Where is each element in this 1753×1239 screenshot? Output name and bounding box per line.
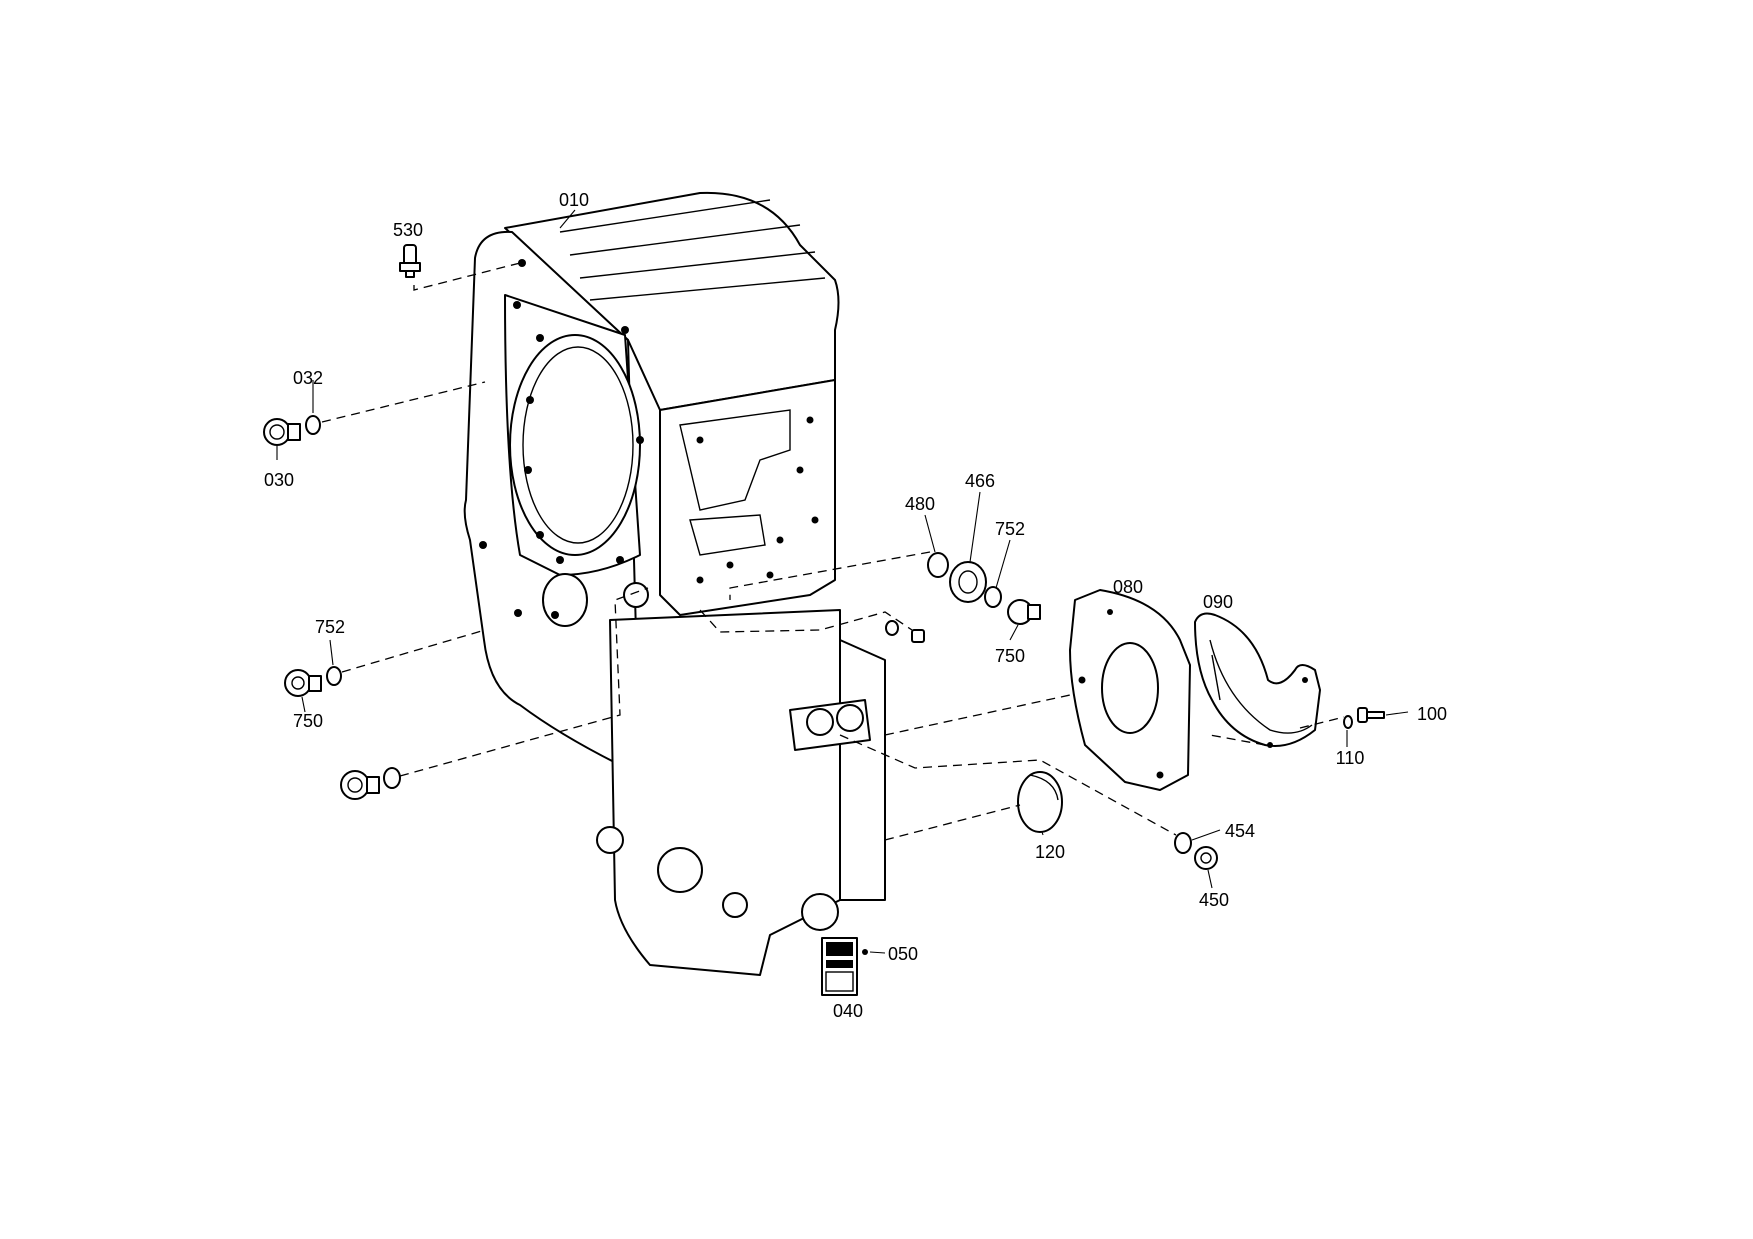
- label-752-right: 752: [995, 519, 1025, 539]
- plug-030: [263, 418, 301, 446]
- label-050: 050: [888, 944, 918, 964]
- ring-454: [1174, 832, 1192, 854]
- ring-752-left: [326, 666, 342, 686]
- label-010: 010: [559, 190, 589, 210]
- ring-032: [305, 415, 321, 435]
- small-ring: [885, 620, 899, 636]
- label-032: 032: [293, 368, 323, 388]
- label-450: 450: [1199, 890, 1229, 910]
- ring-480: [927, 552, 949, 578]
- label-752-left: 752: [315, 617, 345, 637]
- bolt-100: [1357, 707, 1385, 723]
- label-466: 466: [965, 471, 995, 491]
- label-040: 040: [833, 1001, 863, 1021]
- bushing-466: [949, 561, 987, 603]
- plug-750-left: [284, 669, 322, 697]
- assembly-lines: [321, 262, 1345, 841]
- label-530: 530: [393, 220, 423, 240]
- label-100: 100: [1417, 704, 1447, 724]
- ring-752-right: [984, 586, 1002, 608]
- rivet-050: [862, 949, 868, 955]
- label-080: 080: [1113, 577, 1143, 597]
- label-030: 030: [264, 470, 294, 490]
- label-454: 454: [1225, 821, 1255, 841]
- label-110: 110: [1336, 748, 1365, 768]
- part-labels: 010 530 032 030 752 750 480 466 752 750 …: [264, 190, 1447, 1021]
- label-090: 090: [1203, 592, 1233, 612]
- label-750-left: 750: [293, 711, 323, 731]
- housing-010: [463, 191, 886, 976]
- plug-450: [1194, 846, 1218, 870]
- breather-530: [399, 244, 421, 278]
- cap-120: [1017, 771, 1063, 833]
- label-480: 480: [905, 494, 935, 514]
- nameplate-040: [821, 937, 858, 996]
- label-leaders: [276, 209, 1409, 954]
- plug-750-right: [1007, 599, 1041, 625]
- label-120: 120: [1035, 842, 1065, 862]
- plug-lower-left: [340, 770, 380, 800]
- small-plug: [911, 629, 925, 643]
- label-750-right: 750: [995, 646, 1025, 666]
- ring-lower-left: [383, 767, 401, 789]
- washer-110: [1343, 715, 1353, 729]
- half-shell-090: [1194, 612, 1321, 748]
- cover-plate-080: [1069, 589, 1191, 791]
